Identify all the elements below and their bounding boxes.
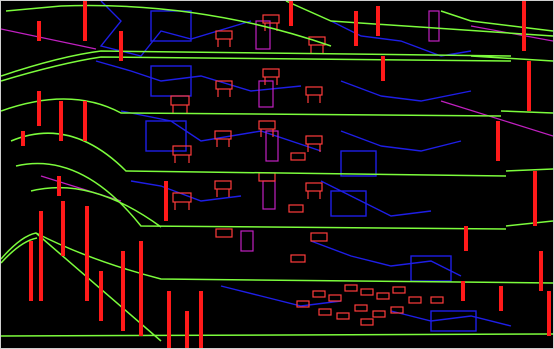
floor-slab-edge	[285, 1, 553, 37]
desk-icon	[354, 304, 368, 312]
floor-slab-edge	[1, 98, 502, 117]
desk-icon	[430, 296, 444, 304]
floor-slab-edge	[5, 4, 332, 47]
floor-slab-edge	[15, 162, 507, 230]
floor-slab-edge	[505, 168, 553, 172]
desk-icon	[392, 286, 406, 294]
desk-icon	[172, 192, 192, 210]
desk-icon	[310, 232, 328, 242]
desk-icon	[376, 292, 390, 300]
wall-line	[320, 180, 432, 217]
floor-slab-edge	[1, 50, 512, 77]
desk-icon	[258, 172, 276, 182]
desk-icon	[214, 180, 232, 197]
desk-icon	[214, 130, 232, 147]
desk-icon	[290, 254, 306, 263]
wall-line	[120, 110, 322, 152]
desk-icon	[318, 308, 332, 316]
wall-line	[95, 60, 302, 92]
desk-icon	[305, 135, 323, 152]
desk-icon	[360, 318, 374, 326]
desk-icon	[170, 95, 190, 113]
desk-icon	[290, 152, 306, 161]
magenta-line	[440, 100, 553, 137]
desk-icon	[390, 306, 404, 314]
floor-slab-edge	[30, 186, 162, 228]
wall-box	[150, 10, 192, 42]
floor-slab-edge	[1, 333, 553, 337]
floor-slab-edge	[10, 132, 507, 177]
desk-icon	[305, 86, 323, 103]
desk-icon	[372, 310, 386, 318]
floor-slab-edge	[470, 55, 553, 62]
desk-icon	[215, 30, 233, 47]
floor-slabs	[1, 1, 553, 342]
wall-line	[310, 240, 462, 277]
desk-icon	[336, 312, 350, 320]
desk-icon	[312, 290, 326, 298]
desk-icon	[288, 204, 304, 213]
floor-slab-edge	[1, 56, 512, 82]
magenta-door	[262, 180, 276, 210]
wall-box	[410, 255, 452, 282]
wall-box	[330, 190, 367, 217]
floor-slab-edge	[505, 220, 553, 227]
wall-line	[99, 1, 252, 57]
desk-icon	[215, 228, 233, 238]
wall-line	[390, 310, 512, 327]
desk-icon	[408, 296, 422, 304]
desk-icon	[258, 120, 276, 137]
wall-line	[340, 130, 462, 152]
desk-icon	[305, 182, 323, 199]
desk-icon	[172, 145, 192, 163]
wall-line	[130, 180, 242, 202]
wall-line	[330, 20, 472, 57]
magenta-line	[1, 28, 97, 50]
wall-box	[430, 310, 477, 332]
desk-icon	[360, 288, 374, 296]
magenta-door	[428, 10, 440, 42]
magenta-door	[240, 230, 254, 252]
wall-line	[340, 80, 472, 102]
columns	[21, 1, 551, 348]
desk-icon	[308, 36, 326, 53]
floor-slab-edge	[500, 110, 553, 114]
floor-slab-edge	[1, 237, 38, 264]
floor-slab-edge	[440, 10, 553, 32]
wall-box	[340, 150, 377, 177]
desk-icon	[328, 294, 342, 302]
desk-icon	[344, 284, 358, 292]
desk-icon	[296, 300, 310, 308]
wall-box	[150, 65, 192, 97]
floor-slab-edge	[1, 232, 553, 284]
furniture	[170, 14, 444, 326]
desk-icon	[262, 68, 280, 85]
magenta-door	[258, 80, 274, 108]
desk-icon	[215, 80, 233, 97]
magenta-door	[265, 130, 279, 162]
wall-box	[145, 120, 187, 152]
wall-line	[220, 285, 342, 307]
